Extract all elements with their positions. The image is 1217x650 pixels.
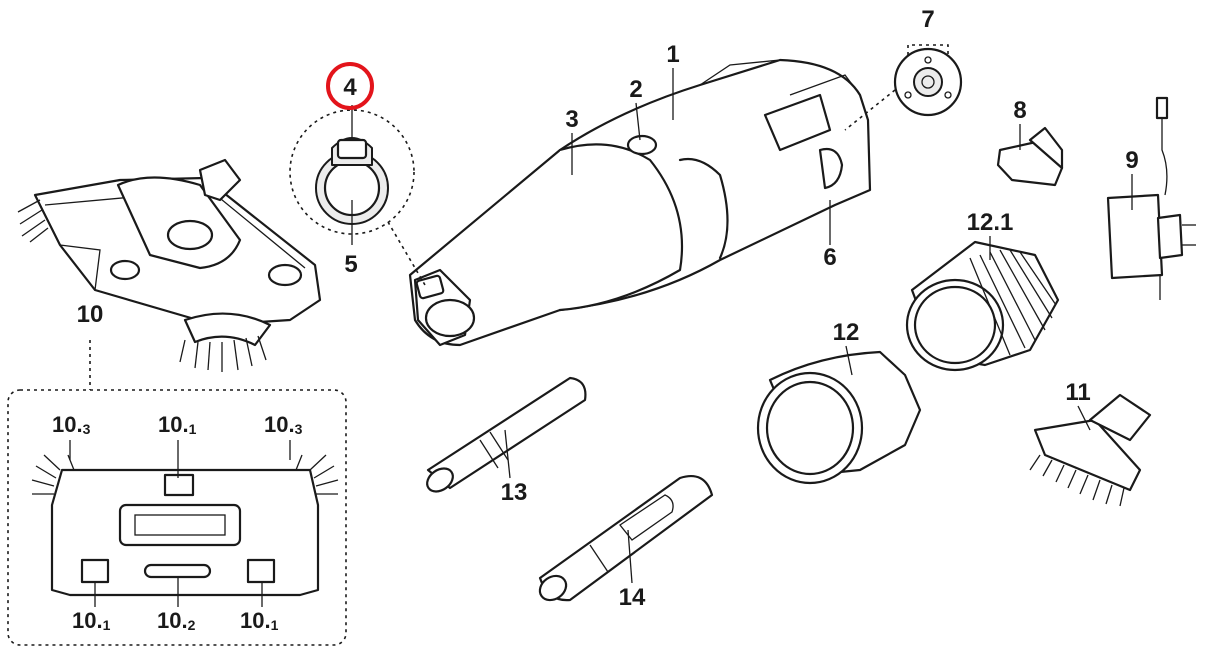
label-14: 14 (619, 584, 646, 611)
label-2: 2 (629, 76, 642, 103)
part-12-filter-bag (756, 350, 922, 485)
label-11: 11 (1065, 379, 1090, 406)
label-3: 3 (565, 106, 578, 133)
part-7-filter-cap (844, 44, 963, 131)
label-13: 13 (501, 479, 528, 506)
detail-label-top-center: 10.1 (158, 412, 197, 437)
label-7: 7 (921, 6, 934, 33)
label-4: 4 (343, 74, 357, 101)
label-1: 1 (666, 41, 679, 68)
part-12-1-filter (905, 240, 1060, 372)
part-labels: 1 2 3 4 5 6 7 8 9 10 11 12 12.1 13 14 (77, 6, 1139, 611)
part-8-button (996, 126, 1064, 187)
label-12: 12 (833, 319, 860, 346)
seal-detail-circle (289, 105, 426, 286)
detail-labels: 10.3 10.1 10.3 10.1 10.2 10.1 (52, 412, 303, 633)
floor-nozzle-detail-box (7, 340, 347, 646)
part-11-brush (1029, 393, 1152, 507)
label-6: 6 (823, 244, 836, 271)
label-10: 10 (77, 301, 104, 328)
detail-label-top-right: 10.3 (264, 412, 303, 437)
part-13-extension-tube (426, 376, 587, 493)
floor-nozzle-part-10 (17, 158, 322, 372)
part-14-crevice-tool (538, 474, 714, 602)
detail-label-bottom-center: 10.2 (157, 608, 196, 633)
main-body-part-1-3 (408, 58, 872, 347)
detail-label-bottom-right: 10.1 (240, 608, 279, 633)
label-5: 5 (344, 251, 357, 278)
label-9: 9 (1125, 147, 1138, 174)
label-8: 8 (1013, 97, 1026, 124)
detail-label-top-left: 10.3 (52, 412, 91, 437)
detail-label-bottom-left: 10.1 (72, 608, 111, 633)
highlight-circle (326, 62, 374, 110)
part-9-charger (1106, 96, 1196, 300)
label-12-1: 12.1 (967, 209, 1014, 236)
